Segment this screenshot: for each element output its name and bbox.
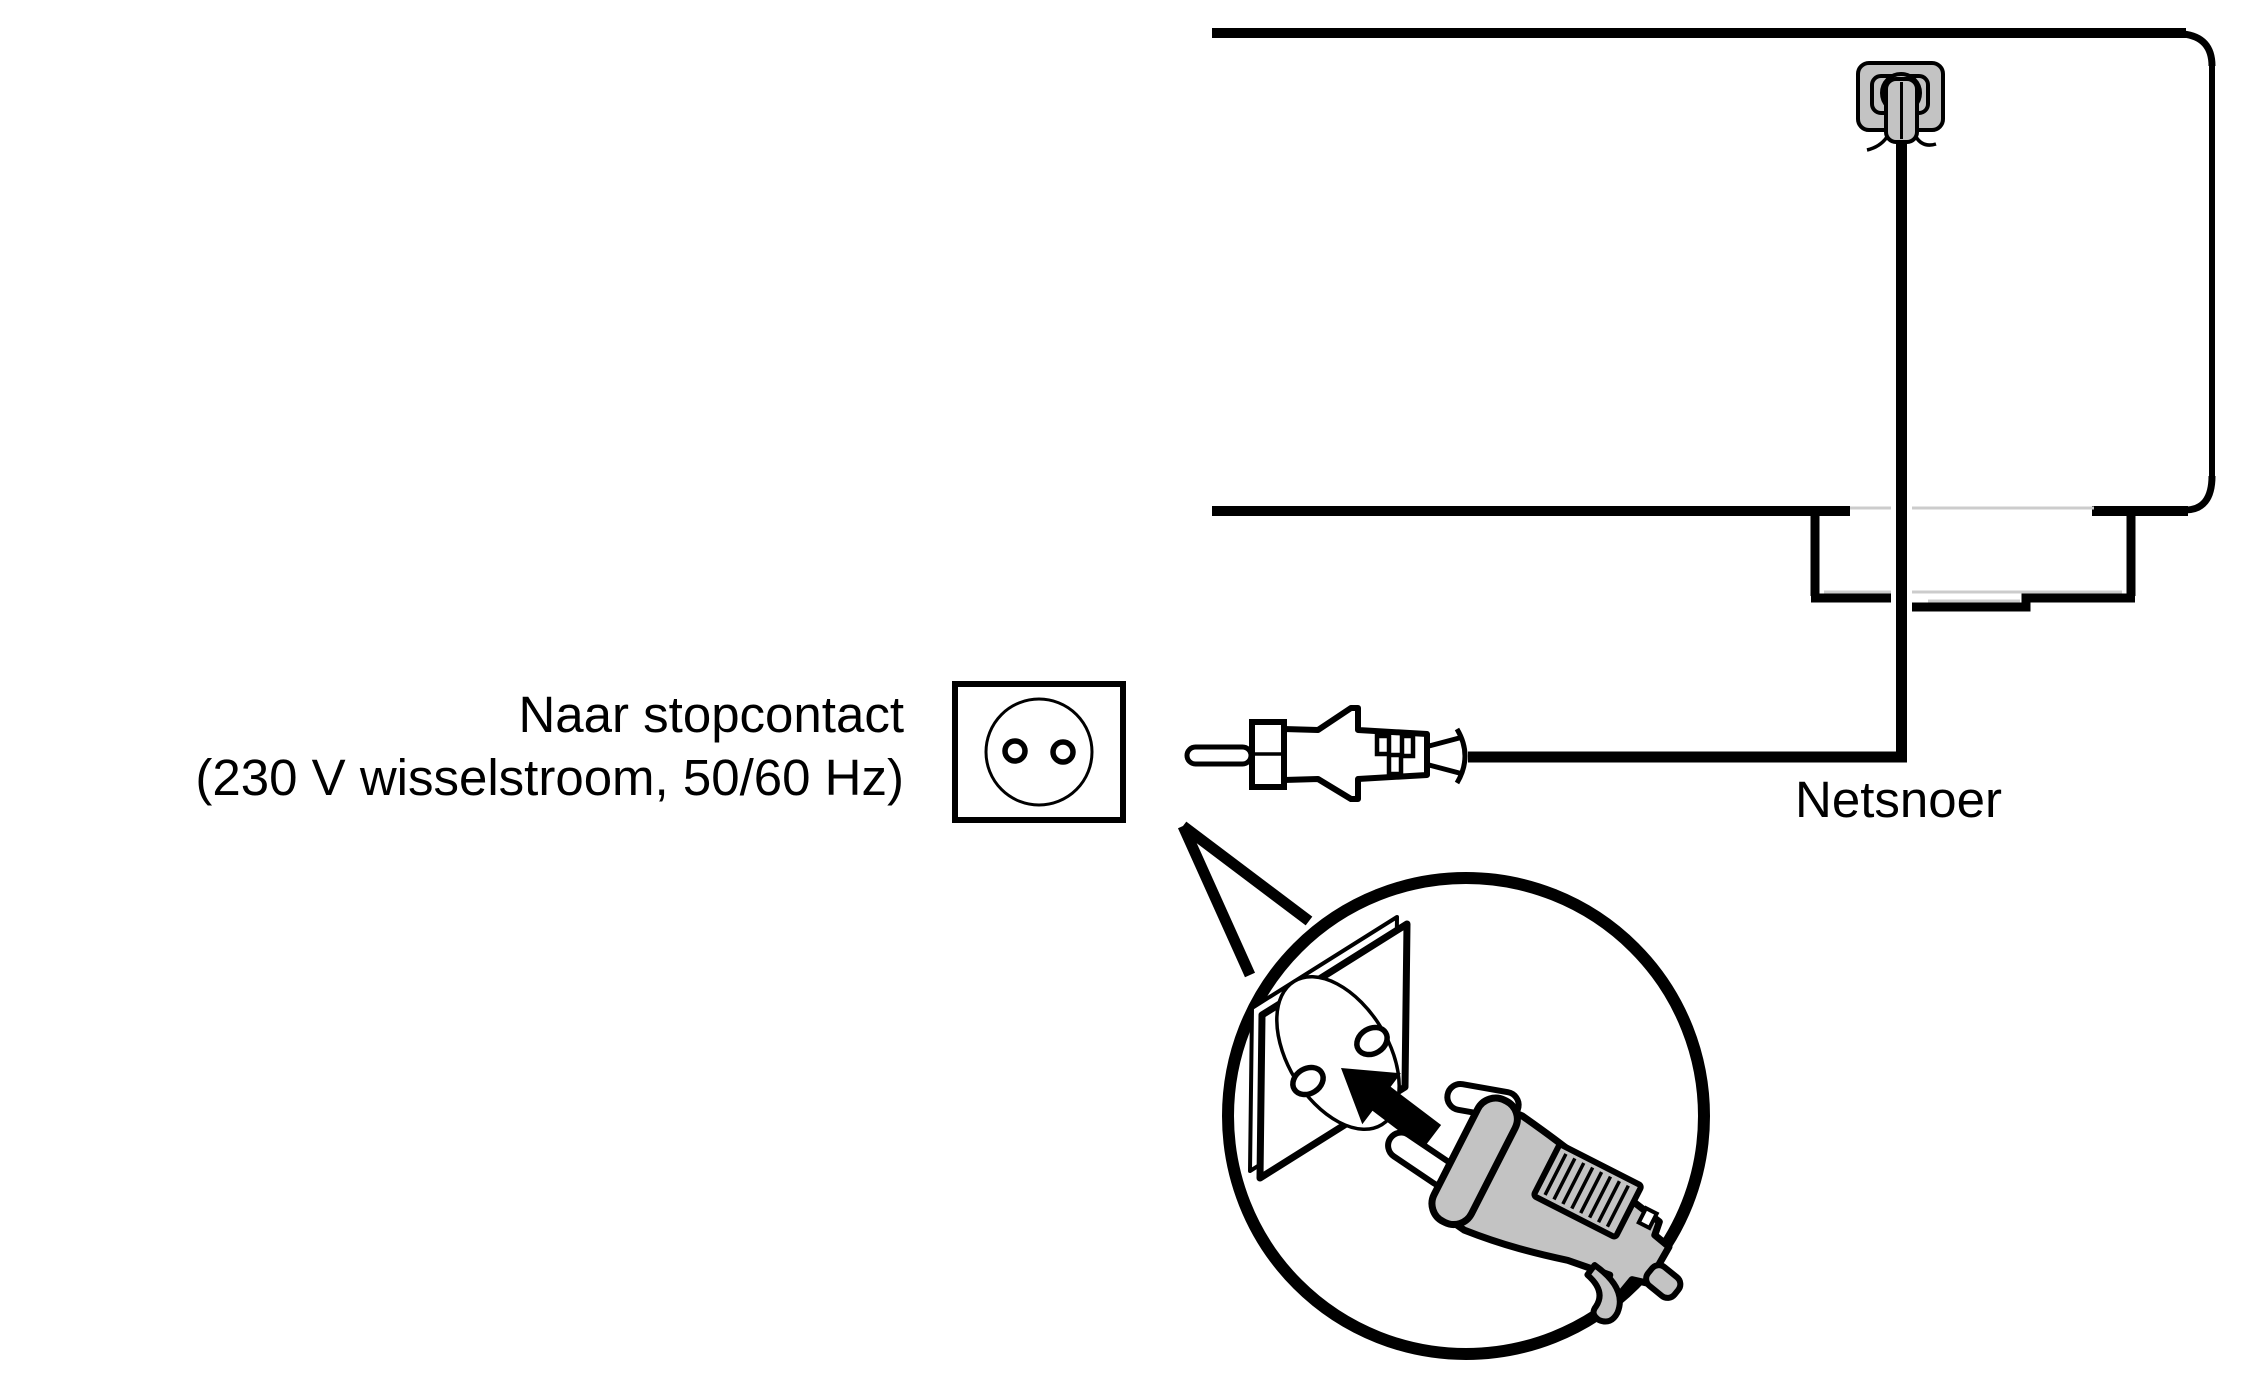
plug-pin-side bbox=[1184, 744, 1254, 767]
magnifier-wedge-fill bbox=[1183, 826, 1309, 975]
plug-detail-body bbox=[1428, 1094, 1684, 1325]
outlet-detail-icon bbox=[1248, 915, 1411, 1182]
wall-outlet-icon bbox=[952, 681, 1126, 823]
device-rear-panel bbox=[1212, 28, 2216, 612]
outlet-caption-line2: (230 V wisselstroom, 50/60 Hz) bbox=[195, 749, 904, 806]
device-bottom-right-corner bbox=[2184, 475, 2216, 514]
insert-arrow-icon bbox=[1341, 1068, 1442, 1149]
inlet-right-squiggle bbox=[1914, 135, 1937, 147]
plug-latch-detail-3 bbox=[1386, 752, 1404, 777]
foot-bottom-pad bbox=[1908, 593, 2135, 612]
power-plug-side-icon bbox=[1184, 705, 1468, 802]
plug-detail-strain-hook bbox=[1584, 1262, 1623, 1325]
plug-latch-detail-1 bbox=[1374, 733, 1392, 757]
device-top-right-corner bbox=[2182, 30, 2216, 67]
plug-detail-grip bbox=[1531, 1142, 1644, 1240]
magnifier-wedge-right-edge bbox=[1179, 821, 1313, 926]
plug-detail-cable-stub bbox=[1643, 1262, 1684, 1301]
outlet-detail-hole-lower bbox=[1290, 1064, 1326, 1098]
outlet-faceplate bbox=[952, 681, 1126, 823]
power-cord-casing bbox=[1472, 168, 1912, 768]
magnifier-callout bbox=[1177, 821, 1710, 1360]
plug-detail-rear-slit bbox=[1636, 1205, 1660, 1231]
plug-boot-top-line bbox=[1428, 734, 1464, 749]
plug-boot-bottom-line bbox=[1428, 762, 1464, 777]
plug-latch-detail-2 bbox=[1399, 733, 1416, 759]
outlet-caption: Naar stopcontact (230 V wisselstroom, 50… bbox=[195, 683, 904, 809]
plug-boot-arc bbox=[1454, 727, 1468, 785]
ac-inlet-icon bbox=[1856, 61, 1945, 152]
device-foot-inset bbox=[1810, 514, 2136, 612]
plug-detail-grip-ribs bbox=[1543, 1153, 1630, 1228]
outlet-detail-hole-upper bbox=[1354, 1024, 1390, 1058]
plug-detail-icon bbox=[1385, 1081, 1684, 1325]
power-cord bbox=[1468, 140, 1912, 768]
outlet-hole-left bbox=[1002, 738, 1028, 764]
power-cord-line bbox=[1468, 140, 1907, 763]
cord-label: Netsnoer bbox=[1795, 771, 2002, 828]
plug-detail-collar bbox=[1428, 1094, 1521, 1228]
inlet-left-squiggle bbox=[1866, 135, 1889, 152]
outlet-caption-line1: Naar stopcontact bbox=[518, 686, 904, 743]
outlet-recess-circle bbox=[984, 697, 1094, 807]
outlet-hole-right bbox=[1050, 739, 1076, 765]
magnifier-wedge-left-edge bbox=[1177, 823, 1256, 978]
